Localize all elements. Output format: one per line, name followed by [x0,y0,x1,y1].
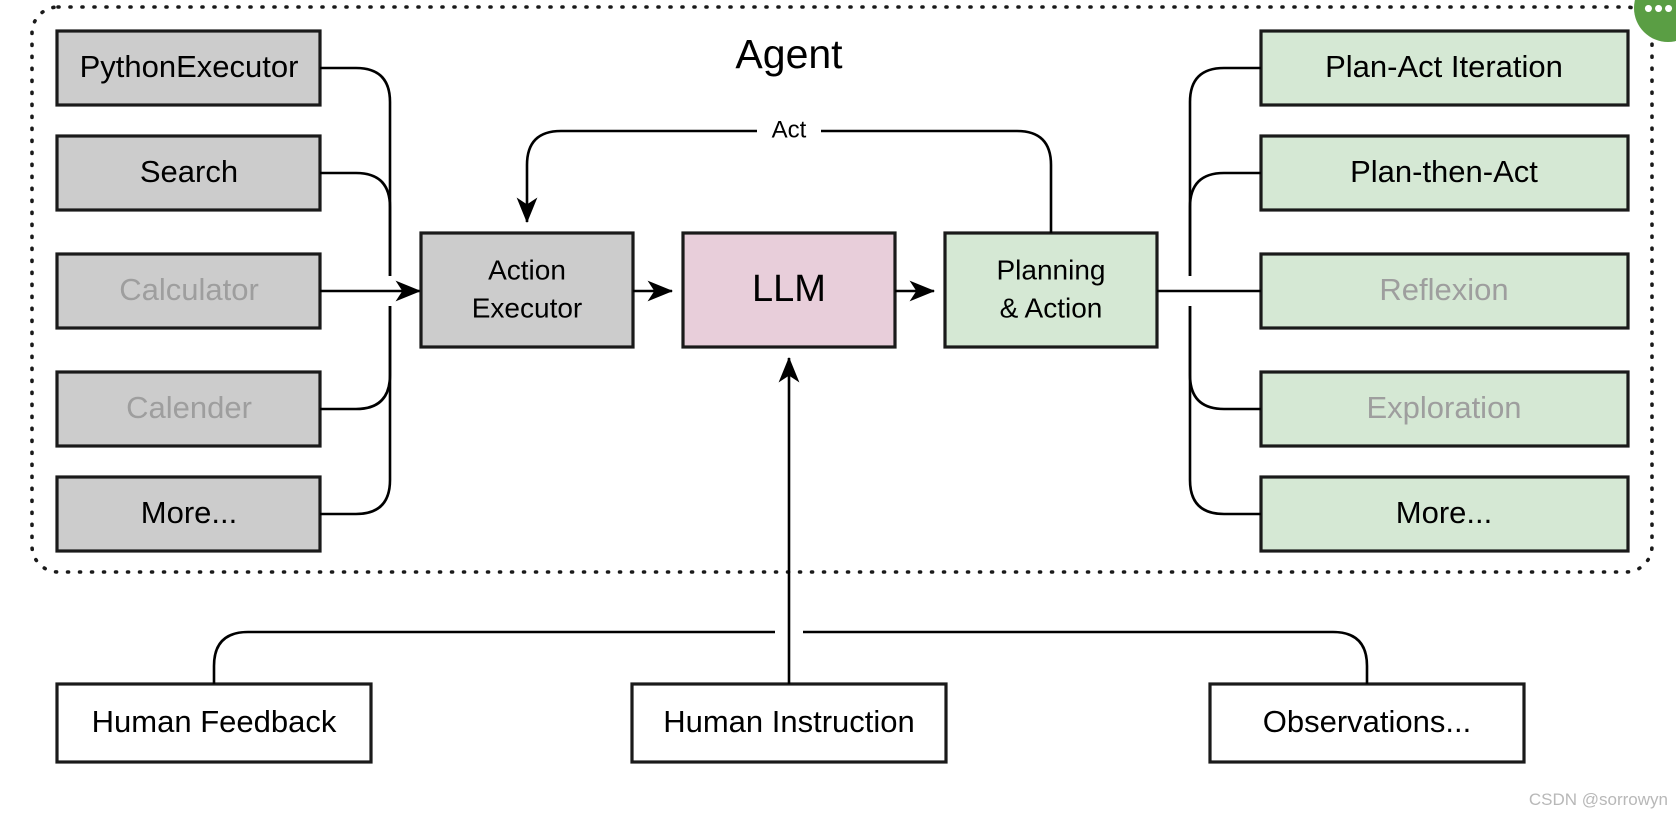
tool-box-pythonexecutor[interactable] [55,29,322,107]
status-badge-label: ••• [1644,0,1674,23]
node-planning-action[interactable] [943,231,1159,349]
strategy-box-plan-then-act[interactable] [1259,134,1630,212]
watermark: CSDN @sorrowyn [1528,790,1668,809]
strategy-label-exploration: Exploration [1366,390,1521,425]
tool-label-calender: Calender [126,390,252,425]
node-label-planning-line1: Planning [997,254,1106,285]
strategy-box-plan-act-iteration[interactable] [1259,29,1630,107]
input-label-human-feedback: Human Feedback [92,704,337,739]
connector-fanout-to-more [1188,306,1261,516]
edge-label-act: Act [772,116,807,143]
strategy-box-more[interactable] [1259,475,1630,553]
node-label-action-executor-line1: Action [488,254,566,285]
tool-label-search: Search [140,154,238,189]
connector-fanout-to-plan-then-act [1188,171,1261,276]
input-box-human-instruction[interactable] [630,682,948,764]
connector-fanout-to-plan-act-iteration [1188,66,1261,276]
input-box-observations[interactable] [1208,682,1526,764]
connector-search-to-bus [320,171,392,276]
connector-fanout-to-exploration [1188,306,1261,411]
node-label-action-executor-line2: Executor [472,292,583,323]
input-label-observations: Observations... [1263,704,1471,739]
node-action-executor[interactable] [419,231,635,349]
node-label-planning-line2: & Action [1000,292,1103,323]
tool-box-calculator[interactable] [55,252,322,330]
strategy-box-exploration[interactable] [1259,370,1630,448]
strategy-label-reflexion: Reflexion [1379,272,1508,307]
input-label-human-instruction: Human Instruction [663,704,915,739]
connector-calender-to-bus [320,306,392,411]
tool-box-search[interactable] [55,134,322,212]
tool-label-calculator: Calculator [119,272,259,307]
tool-label-more: More... [141,495,237,530]
page-title: Agent [735,31,843,77]
strategy-label-plan-then-act: Plan-then-Act [1350,154,1538,189]
connector-observations-to-bus [803,630,1369,684]
input-box-human-feedback[interactable] [55,682,373,764]
act-label-backdrop [757,118,821,144]
strategy-label-more: More... [1396,495,1492,530]
tool-box-more[interactable] [55,475,322,553]
connector-human-feedback-to-bus [212,630,775,684]
node-label-llm: LLM [752,268,826,310]
connector-more-to-bus [320,306,392,516]
node-llm[interactable] [681,231,897,349]
strategy-label-plan-act-iteration: Plan-Act Iteration [1325,49,1563,84]
tool-label-pythonexecutor: PythonExecutor [80,49,299,84]
connector-act-feedback [516,129,1053,233]
connector-pythonexecutor-to-bus [320,66,392,276]
status-badge[interactable] [1634,0,1676,42]
